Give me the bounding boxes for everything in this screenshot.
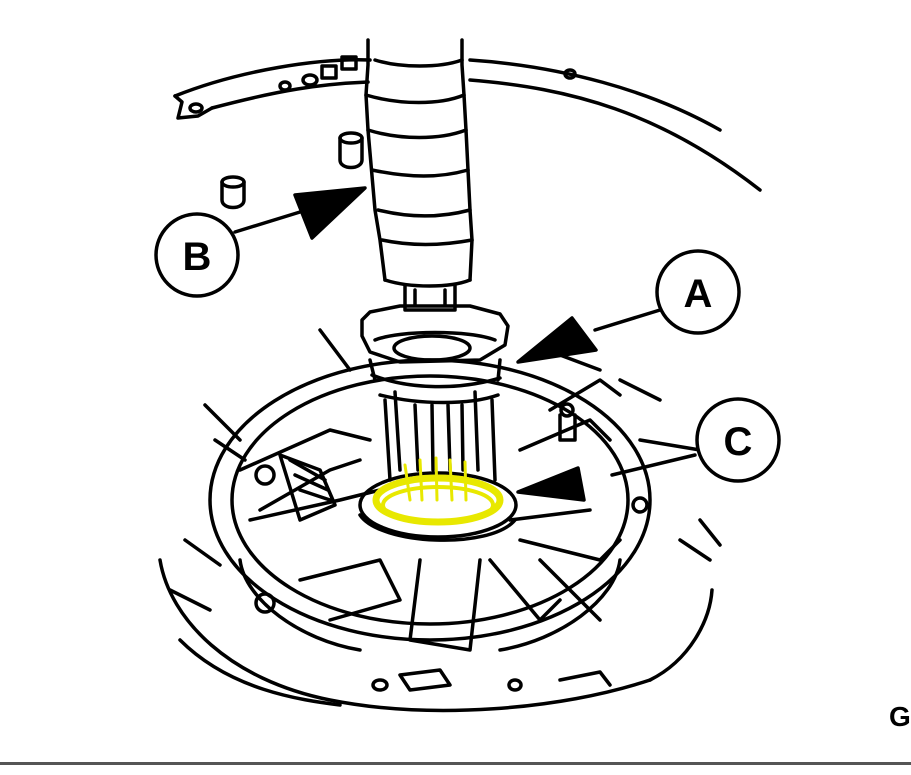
housing-spokes xyxy=(238,378,622,652)
case-flange-top xyxy=(173,55,762,192)
callout-c: C xyxy=(695,397,781,483)
case-flange-bottom xyxy=(158,518,722,713)
callout-c-label: C xyxy=(724,420,753,464)
figure-code: G xyxy=(889,703,911,731)
housing-bolts xyxy=(254,402,649,614)
callout-a: A xyxy=(655,249,741,335)
callout-a-label: A xyxy=(684,272,713,316)
side-vanes xyxy=(168,328,702,612)
callout-a-arrow xyxy=(516,308,662,364)
bottom-border xyxy=(0,762,911,775)
oil-seal xyxy=(358,456,518,542)
callout-b: B xyxy=(154,212,240,298)
callout-c-arrow xyxy=(516,453,697,502)
seal-installer-tool xyxy=(364,38,474,312)
tool-guide-head xyxy=(360,304,510,482)
callout-b-arrow xyxy=(233,186,367,240)
pump-housing xyxy=(208,358,652,652)
callout-b-label: B xyxy=(183,235,212,279)
dowel-pins xyxy=(220,131,364,210)
